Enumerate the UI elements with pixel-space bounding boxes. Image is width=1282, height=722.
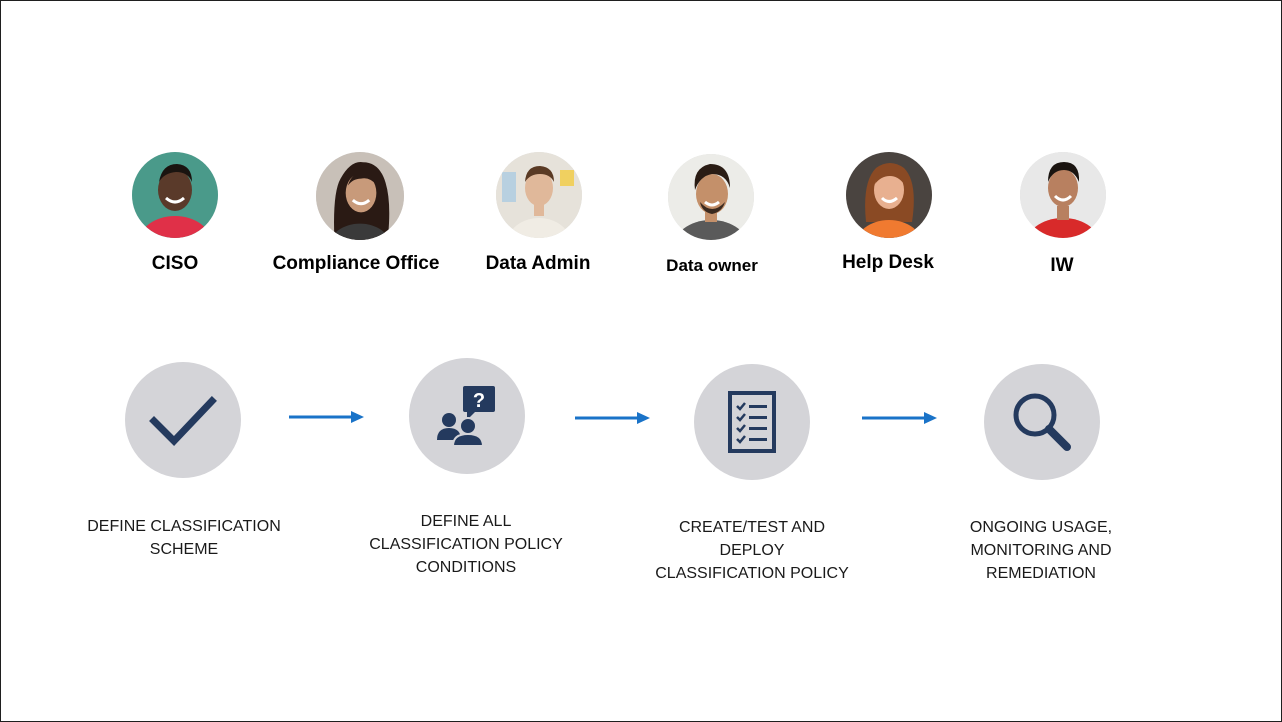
right-arrow-icon — [862, 412, 937, 424]
step-label-line: CLASSIFICATION POLICY — [655, 565, 849, 582]
persona-label-iw: IW — [1050, 255, 1074, 276]
step-circle-define-conditions: ? — [409, 358, 525, 474]
person-photo-icon — [1020, 152, 1106, 238]
step-label-ongoing-usage: ONGOING USAGE, MONITORING AND REMEDIATIO… — [970, 516, 1112, 585]
step-label-line: REMEDIATION — [986, 565, 1096, 582]
svg-text:?: ? — [473, 390, 485, 412]
step-label-define-conditions: DEFINE ALL CLASSIFICATION POLICY CONDITI… — [369, 510, 563, 579]
arrow-step-3-to-4 — [862, 411, 938, 425]
people-question-icon: ? — [437, 386, 495, 447]
step-label-line: SCHEME — [149, 541, 219, 558]
avatar-iw — [1020, 152, 1106, 238]
persona-label-data-admin: Data Admin — [485, 253, 591, 274]
avatar-data-admin — [496, 152, 582, 238]
avatar-data-owner — [668, 154, 754, 240]
step-label-line: CONDITIONS — [415, 559, 517, 576]
step-label-line: DEFINE CLASSIFICATION — [87, 518, 281, 535]
magnifier-icon — [1013, 393, 1071, 451]
step-label-line: CLASSIFICATION POLICY — [369, 536, 563, 553]
step-circle-define-scheme — [125, 362, 241, 478]
step-label-create-deploy: CREATE/TEST AND DEPLOY CLASSIFICATION PO… — [655, 516, 849, 585]
step-circle-ongoing-usage — [984, 364, 1100, 480]
persona-label-ciso: CISO — [151, 253, 199, 274]
step-label-line: CREATE/TEST AND — [678, 519, 826, 536]
person-photo-icon — [668, 154, 754, 240]
arrow-step-2-to-3 — [575, 411, 651, 425]
avatar-ciso — [132, 152, 218, 238]
avatar-help-desk — [846, 152, 932, 238]
person-photo-icon — [316, 152, 404, 240]
step-label-line: DEPLOY — [719, 542, 785, 559]
person-photo-icon — [132, 152, 218, 238]
person-photo-icon — [846, 152, 932, 238]
avatar-compliance-office — [316, 152, 404, 240]
right-arrow-icon — [575, 412, 650, 424]
step-circle-create-deploy — [694, 364, 810, 480]
persona-label-help-desk: Help Desk — [842, 252, 934, 273]
arrow-step-1-to-2 — [289, 410, 365, 424]
persona-label-compliance-office: Compliance Office — [272, 253, 440, 274]
right-arrow-icon — [289, 411, 364, 423]
step-label-define-scheme: DEFINE CLASSIFICATION SCHEME — [87, 515, 281, 561]
step-label-line: MONITORING AND — [970, 542, 1112, 559]
checkmark-icon — [149, 396, 217, 447]
checklist-icon — [728, 391, 776, 453]
persona-label-data-owner: Data owner — [666, 256, 758, 275]
step-label-line: DEFINE ALL — [420, 513, 512, 530]
step-label-line: ONGOING USAGE, — [969, 519, 1113, 536]
person-photo-icon — [496, 152, 582, 238]
